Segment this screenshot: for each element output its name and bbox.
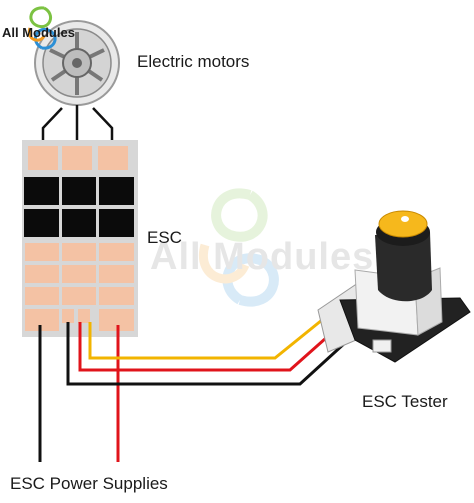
- signal-wires: [66, 318, 348, 386]
- esc-mosfet-chips: [24, 177, 134, 237]
- watermark-swirl-icon: [198, 188, 279, 307]
- esc-board: [22, 140, 138, 337]
- label-electric-motors: Electric motors: [137, 52, 250, 71]
- label-esc: ESC: [147, 228, 182, 247]
- watermark-text: All Modules: [150, 236, 375, 278]
- esc-tester: [317, 210, 471, 363]
- tester-knob-icon: [375, 210, 432, 302]
- logo-text: All Modules: [2, 25, 75, 40]
- label-esc-power-supplies: ESC Power Supplies: [10, 474, 168, 493]
- electric-motor: [34, 20, 120, 106]
- esc-motor-pads: [28, 146, 128, 170]
- logo-swirl-icon: [27, 6, 57, 50]
- power-wires: [38, 325, 120, 462]
- label-esc-tester: ESC Tester: [362, 392, 448, 411]
- esc-lower-pads: [25, 243, 134, 331]
